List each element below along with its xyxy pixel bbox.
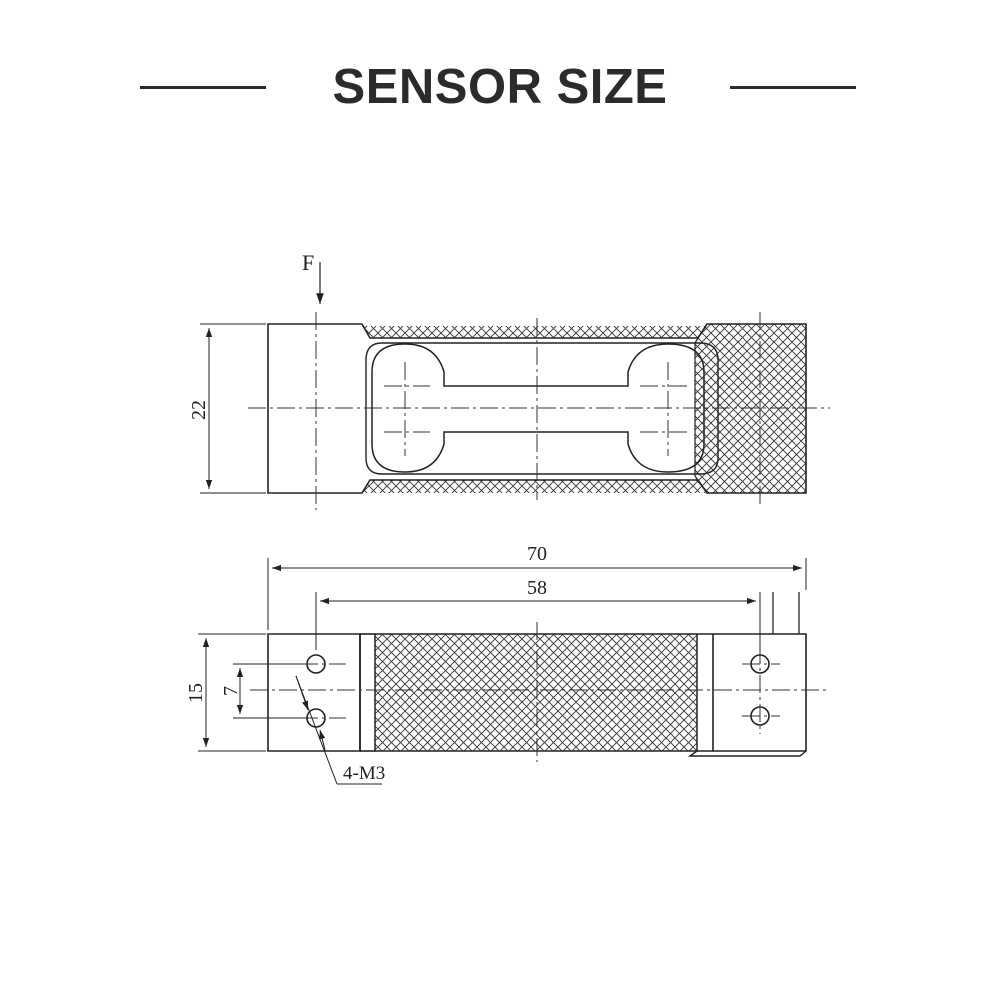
- title-block: SENSOR SIZE: [0, 52, 1000, 122]
- side-dumbbell: [371, 343, 705, 473]
- title-rule-left: [140, 86, 266, 89]
- top-outline: [267, 633, 361, 752]
- cable: [772, 592, 800, 634]
- thread-callout: 4-M3: [295, 675, 385, 785]
- dim-15: 15: [185, 633, 266, 752]
- dim-15-label: 15: [185, 683, 207, 703]
- dim-22: 22: [188, 323, 266, 494]
- top-hatch: [374, 633, 698, 752]
- dim-22-label: 22: [188, 400, 210, 420]
- dim-70: 70: [267, 543, 807, 630]
- thread-label: 4-M3: [343, 763, 385, 784]
- dim-58-label: 58: [527, 577, 547, 599]
- dim-58: 58: [315, 577, 761, 650]
- dim-7-label: 7: [220, 686, 242, 696]
- side-hole-outline: [365, 342, 719, 475]
- title-rule-right: [730, 86, 856, 89]
- side-outline: [267, 323, 807, 494]
- top-view: 70 58 15 7 4-M3: [185, 543, 830, 785]
- top-centerlines: [250, 622, 830, 762]
- side-centerlines: [248, 312, 830, 510]
- dim-7: 7: [220, 663, 306, 719]
- side-view: F 22: [188, 250, 830, 510]
- page-title: SENSOR SIZE: [332, 60, 668, 114]
- dim-70-label: 70: [527, 543, 547, 565]
- force-label: F: [302, 250, 314, 275]
